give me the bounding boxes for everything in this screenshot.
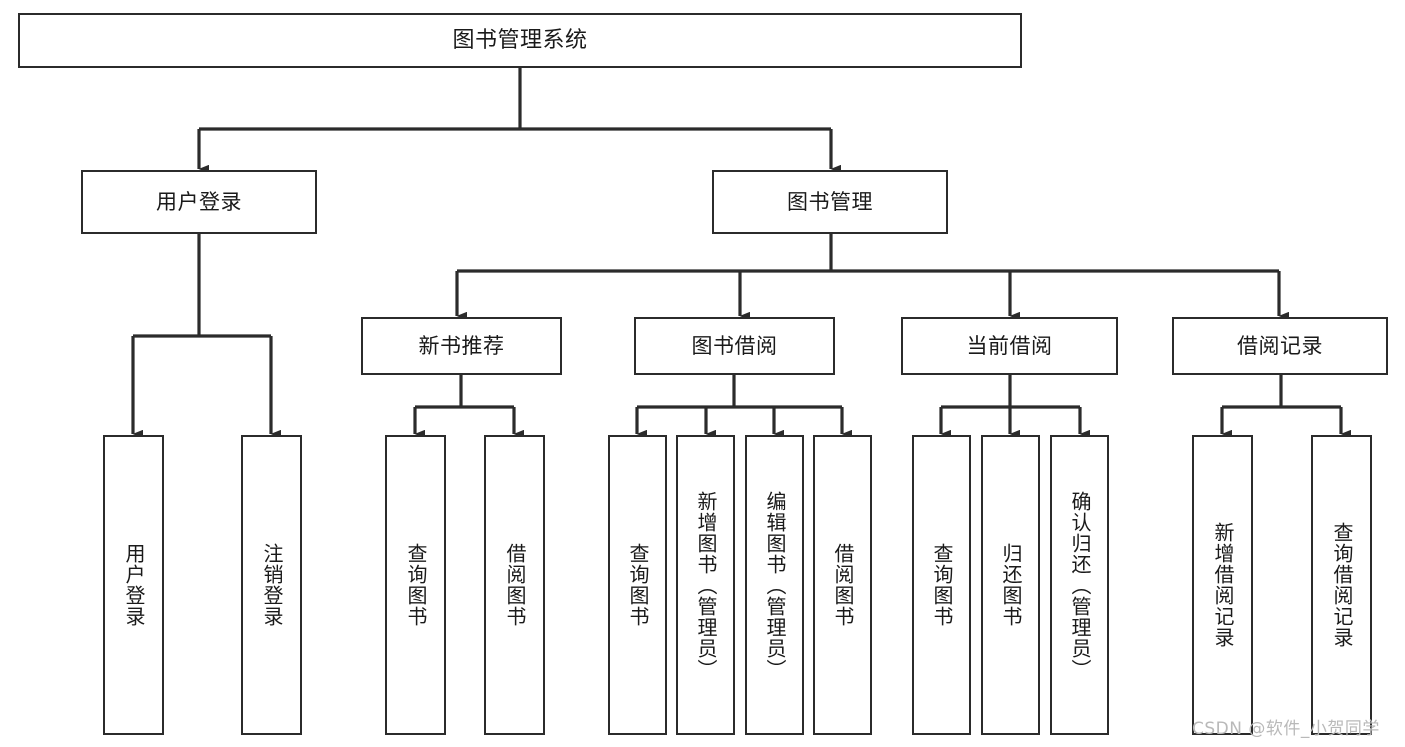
node-leaf-query-book-1[interactable]: 查询图书 — [385, 435, 446, 735]
node-book-borrow-label: 图书借阅 — [691, 333, 778, 358]
node-leaf-logout-login[interactable]: 注销登录 — [241, 435, 302, 735]
node-user-login[interactable]: 用户登录 — [81, 170, 317, 234]
node-leaf-add-borrow-record-label: 新增借阅记录 — [1211, 522, 1235, 648]
node-leaf-borrow-book-2-label: 借阅图书 — [831, 543, 855, 627]
node-leaf-borrow-book-1-label: 借阅图书 — [503, 543, 527, 627]
node-leaf-confirm-return-admin[interactable]: 确认归还（管理员） — [1050, 435, 1109, 735]
node-leaf-edit-book-admin[interactable]: 编辑图书（管理员） — [745, 435, 804, 735]
node-root[interactable]: 图书管理系统 — [18, 13, 1022, 68]
node-leaf-add-book-admin[interactable]: 新增图书（管理员） — [676, 435, 735, 735]
node-leaf-user-login-label: 用户登录 — [122, 543, 146, 627]
node-new-book-rec-label: 新书推荐 — [418, 333, 505, 358]
node-root-label: 图书管理系统 — [452, 27, 588, 53]
node-book-manage-label: 图书管理 — [787, 189, 873, 214]
node-leaf-borrow-book-2[interactable]: 借阅图书 — [813, 435, 872, 735]
node-leaf-query-book-2[interactable]: 查询图书 — [608, 435, 667, 735]
node-leaf-query-borrow-record-label: 查询借阅记录 — [1330, 522, 1354, 648]
node-leaf-query-book-1-label: 查询图书 — [404, 543, 428, 627]
node-borrow-record[interactable]: 借阅记录 — [1172, 317, 1388, 375]
node-leaf-query-book-2-label: 查询图书 — [626, 543, 650, 627]
node-book-manage[interactable]: 图书管理 — [712, 170, 948, 234]
node-leaf-query-book-3-label: 查询图书 — [930, 543, 954, 627]
node-leaf-borrow-book-1[interactable]: 借阅图书 — [484, 435, 545, 735]
node-leaf-user-login[interactable]: 用户登录 — [103, 435, 164, 735]
node-leaf-query-borrow-record[interactable]: 查询借阅记录 — [1311, 435, 1372, 735]
node-leaf-edit-book-admin-label: 编辑图书（管理员） — [763, 490, 787, 680]
node-leaf-query-book-3[interactable]: 查询图书 — [912, 435, 971, 735]
node-leaf-return-book-label: 归还图书 — [999, 543, 1023, 627]
node-leaf-return-book[interactable]: 归还图书 — [981, 435, 1040, 735]
node-leaf-add-book-admin-label: 新增图书（管理员） — [694, 490, 718, 680]
node-leaf-add-borrow-record[interactable]: 新增借阅记录 — [1192, 435, 1253, 735]
node-leaf-confirm-return-admin-label: 确认归还（管理员） — [1068, 490, 1092, 680]
node-current-borrow[interactable]: 当前借阅 — [901, 317, 1118, 375]
node-borrow-record-label: 借阅记录 — [1237, 333, 1323, 358]
node-book-borrow[interactable]: 图书借阅 — [634, 317, 835, 375]
node-leaf-logout-login-label: 注销登录 — [260, 543, 284, 627]
node-new-book-rec[interactable]: 新书推荐 — [361, 317, 562, 375]
node-user-login-label: 用户登录 — [156, 189, 242, 214]
node-current-borrow-label: 当前借阅 — [966, 333, 1053, 358]
